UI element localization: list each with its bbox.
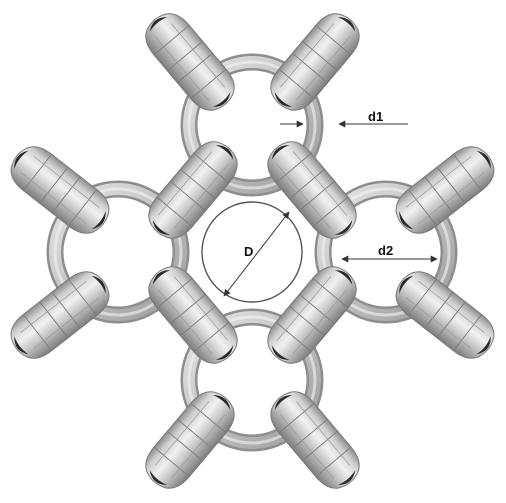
dimension-d2: d2 bbox=[341, 243, 438, 263]
chain-link bbox=[10, 146, 110, 234]
chain-link bbox=[148, 141, 238, 239]
chain-link bbox=[10, 271, 110, 359]
chain-link bbox=[270, 13, 360, 111]
label-d1: d1 bbox=[368, 109, 383, 124]
chain-link bbox=[267, 266, 357, 364]
chain-link bbox=[145, 391, 235, 489]
chain-link bbox=[395, 146, 495, 234]
chain-link bbox=[148, 266, 238, 364]
dimension-d1: d1 bbox=[280, 109, 408, 128]
chain-link bbox=[267, 141, 357, 239]
ring-top bbox=[180, 53, 324, 197]
ring-bottom bbox=[180, 308, 324, 452]
ring-left bbox=[46, 180, 190, 324]
label-d2: d2 bbox=[378, 243, 393, 258]
dimension-D: D bbox=[223, 211, 290, 297]
ring-right bbox=[314, 180, 458, 324]
chain-link bbox=[145, 13, 235, 111]
links-group bbox=[10, 13, 495, 489]
chain-link bbox=[395, 271, 495, 359]
chain-link bbox=[270, 391, 360, 489]
label-D: D bbox=[244, 244, 253, 259]
